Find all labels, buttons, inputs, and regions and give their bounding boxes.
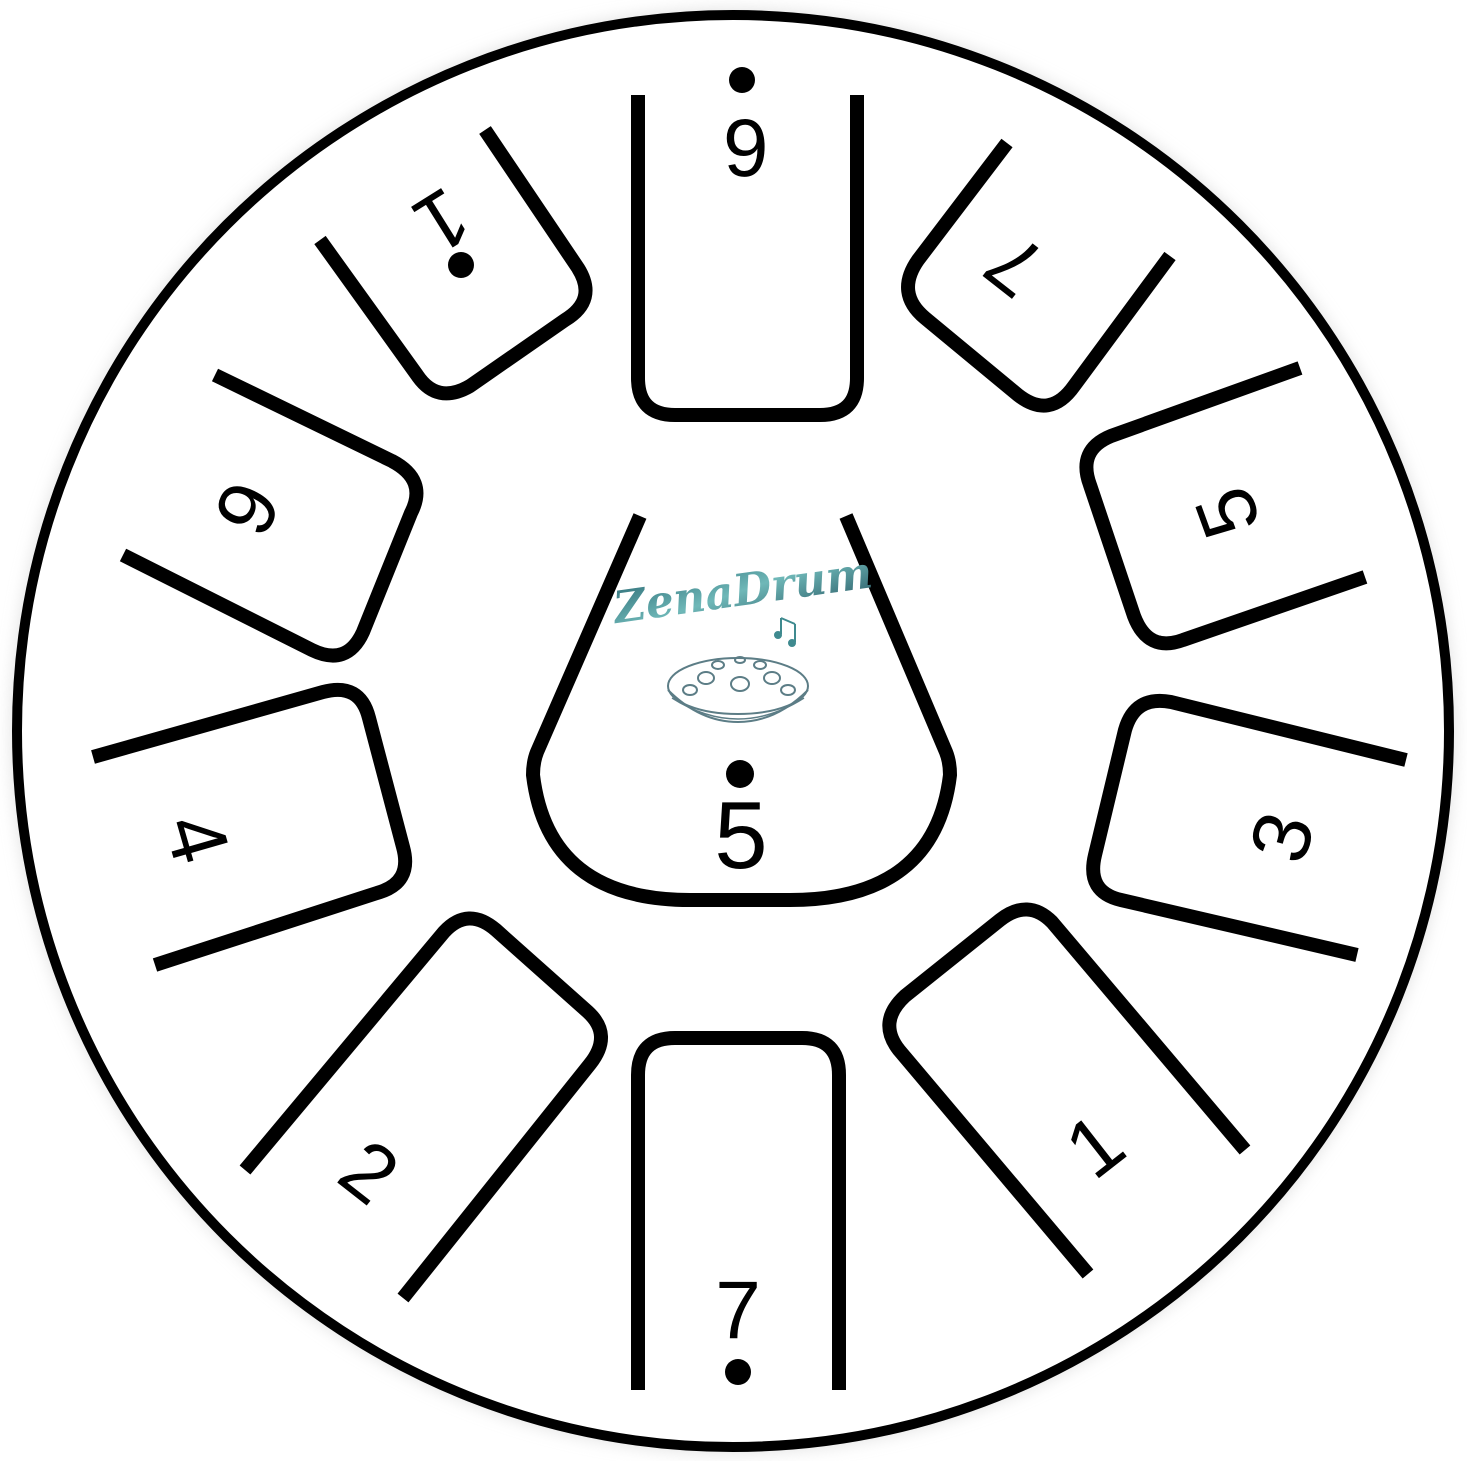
octave-dot [725, 1359, 751, 1385]
octave-dot [729, 67, 755, 93]
center-note-label: 5 [714, 782, 767, 889]
drum-rim [17, 15, 1449, 1447]
note-label: 7 [715, 1265, 761, 1356]
note-label: 6 [723, 102, 769, 193]
